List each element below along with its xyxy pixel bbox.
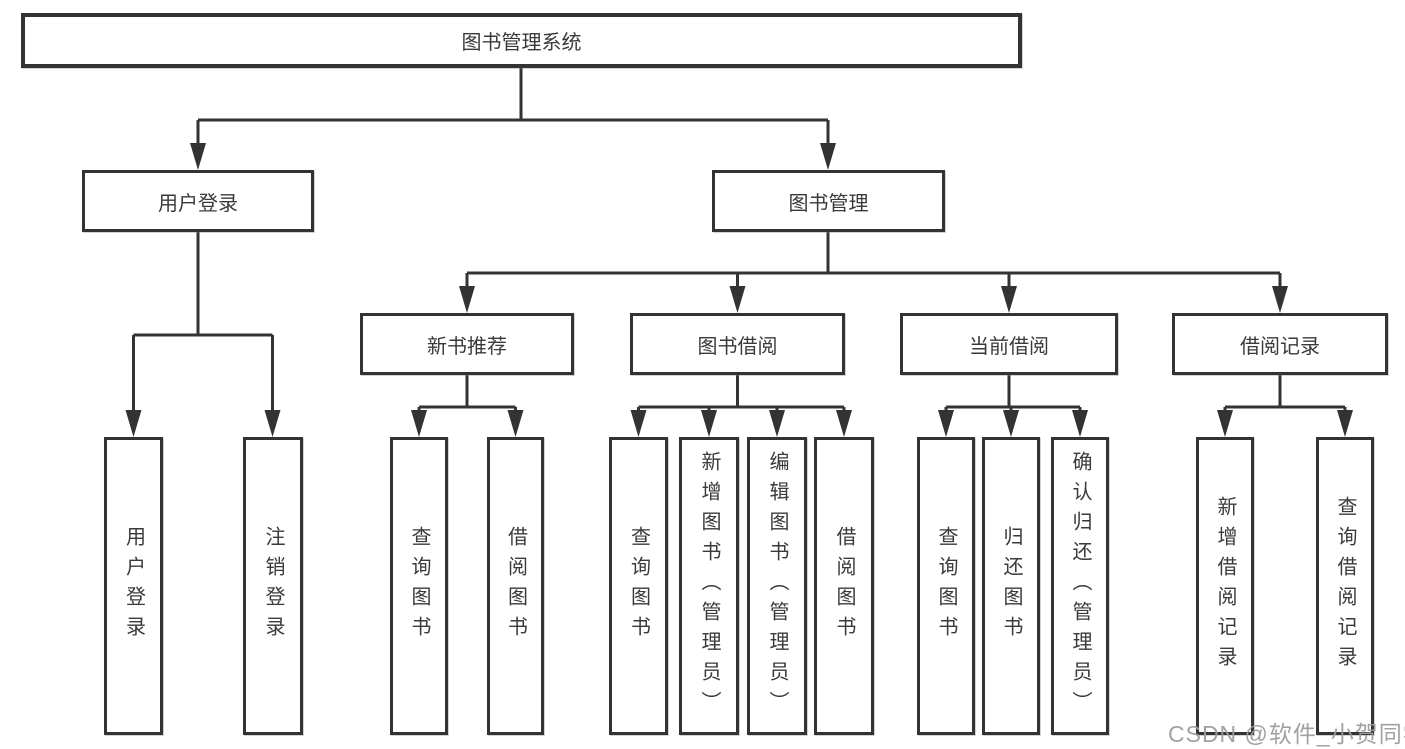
arrow-down-icon (938, 410, 954, 437)
leaf-query-books-borrowing: 查询图书 (609, 437, 668, 735)
node-label: 注销登录 (262, 526, 284, 646)
leaf-query-books-recommend: 查询图书 (390, 437, 448, 735)
leaf-query-borrow-record: 查询借阅记录 (1316, 437, 1374, 735)
connector-new-book-recommend-to-leaves (411, 375, 524, 437)
leaf-return-books: 归还图书 (982, 437, 1040, 735)
leaf-confirm-return-admin: 确认归还（管理员） (1051, 437, 1109, 735)
leaf-logout: 注销登录 (243, 437, 303, 735)
node-label: 查询借阅记录 (1334, 496, 1356, 676)
arrow-down-icon (820, 143, 836, 170)
arrow-down-icon (729, 286, 746, 313)
node-label: 当前借阅 (969, 335, 1049, 358)
connector-book-management-to-level3 (459, 232, 1288, 313)
arrow-down-icon (1072, 410, 1088, 437)
leaf-add-borrow-record: 新增借阅记录 (1196, 437, 1254, 735)
arrow-down-icon (264, 410, 281, 437)
node-label: 查询图书 (408, 526, 430, 646)
arrow-down-icon (190, 143, 206, 170)
node-label: 新增借阅记录 (1214, 496, 1236, 676)
node-book-management: 图书管理 (712, 170, 945, 232)
leaf-user-login: 用户登录 (104, 437, 163, 735)
node-label: 图书借阅 (697, 335, 778, 358)
node-book-management-system: 图书管理系统 (21, 13, 1022, 68)
connector-borrowing-records-to-leaves (1217, 375, 1353, 437)
arrow-down-icon (769, 410, 785, 437)
leaf-add-books-admin: 新增图书（管理员） (679, 437, 739, 735)
node-label: 编辑图书（管理员） (766, 451, 788, 721)
connector-current-borrowing-to-leaves (938, 375, 1088, 437)
arrow-down-icon (836, 410, 852, 437)
node-label: 借阅记录 (1240, 335, 1320, 358)
node-label: 图书管理 (788, 192, 869, 215)
arrow-down-icon (1217, 410, 1233, 437)
connector-user-login-to-leaves (125, 232, 281, 437)
node-label: 查询图书 (935, 526, 957, 646)
arrow-down-icon (459, 286, 475, 313)
node-borrowing-records: 借阅记录 (1172, 313, 1388, 375)
leaf-borrow-books-recommend: 借阅图书 (487, 437, 544, 735)
arrow-down-icon (1003, 410, 1019, 437)
arrow-down-icon (1272, 286, 1288, 313)
arrow-down-icon (701, 410, 717, 437)
arrow-down-icon (125, 410, 142, 437)
leaf-query-books-current: 查询图书 (917, 437, 975, 735)
node-label: 新书推荐 (427, 335, 507, 358)
node-book-borrowing: 图书借阅 (630, 313, 845, 375)
node-label: 确认归还（管理员） (1069, 451, 1091, 721)
node-label: 借阅图书 (833, 526, 855, 646)
arrow-down-icon (630, 410, 647, 437)
arrow-down-icon (1001, 286, 1017, 313)
node-label: 用户登录 (158, 192, 238, 215)
connector-book-borrowing-to-leaves (630, 375, 852, 437)
leaf-borrow-books: 借阅图书 (814, 437, 874, 735)
node-label: 新增图书（管理员） (698, 451, 720, 721)
arrow-down-icon (507, 410, 524, 437)
watermark: CSDN @软件_小贺同学 (1168, 721, 1405, 747)
node-label: 借阅图书 (504, 526, 527, 646)
node-new-book-recommend: 新书推荐 (360, 313, 574, 375)
node-label: 查询图书 (627, 526, 650, 646)
node-user-login: 用户登录 (82, 170, 314, 232)
arrow-down-icon (411, 410, 427, 437)
arrow-down-icon (1337, 410, 1353, 437)
connector-root-to-level2 (190, 68, 836, 170)
node-label: 归还图书 (1000, 526, 1022, 646)
node-label: 图书管理系统 (461, 32, 582, 54)
leaf-edit-books-admin: 编辑图书（管理员） (747, 437, 807, 735)
node-current-borrowing: 当前借阅 (900, 313, 1118, 375)
node-label: 用户登录 (122, 526, 145, 646)
